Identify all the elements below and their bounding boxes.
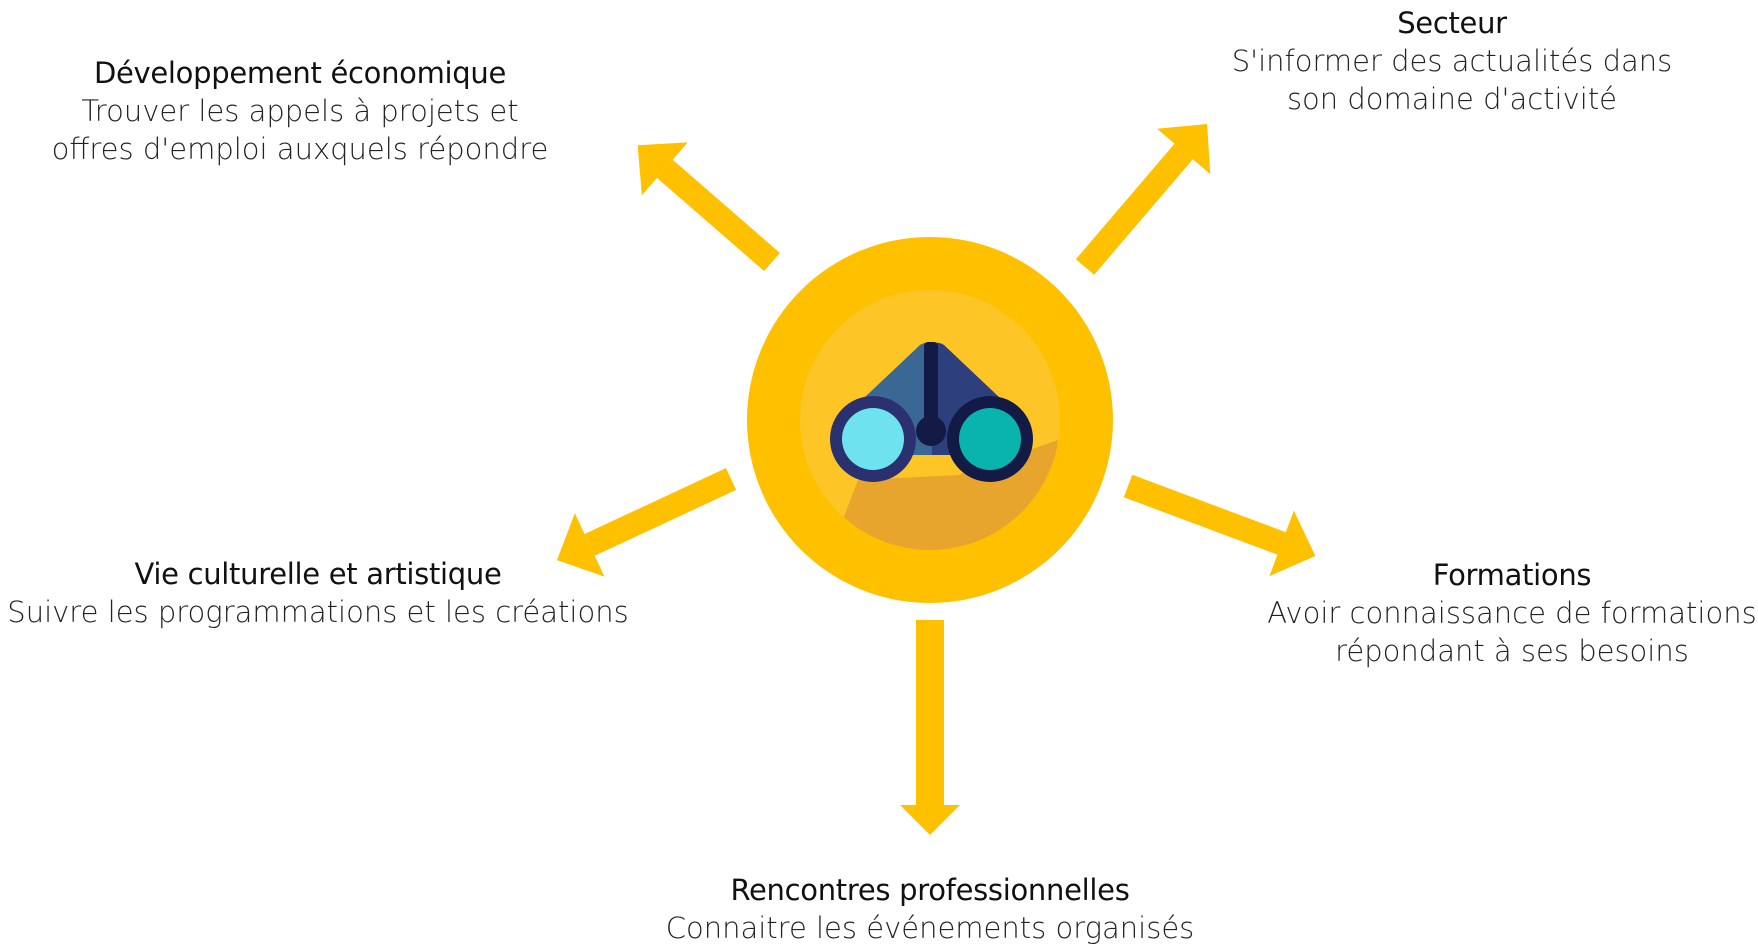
binoculars-icon <box>830 342 1033 482</box>
center-sun <box>747 237 1113 603</box>
node-rencontres: Rencontres professionnelles Connaitre le… <box>620 871 1240 947</box>
right-lens <box>959 408 1021 470</box>
node-vie-culturelle: Vie culturelle et artistique Suivre les … <box>0 555 648 631</box>
node-title: Secteur <box>1397 6 1507 40</box>
arrow-to-formations <box>1123 474 1316 577</box>
node-description-line: son domaine d'activité <box>1286 82 1618 116</box>
left-lens <box>842 408 904 470</box>
node-description-line: répondant à ses besoins <box>1335 634 1689 668</box>
node-description-line: offres d'emploi auxquels répondre <box>51 132 549 166</box>
arrow-to-rencontres <box>900 620 960 835</box>
arrow-to-vie-culturelle <box>556 468 737 577</box>
node-description-line: Avoir connaissance de formations <box>1267 596 1757 630</box>
node-description-line: Connaitre les événements organisés <box>665 911 1195 945</box>
node-title: Vie culturelle et artistique <box>134 557 502 591</box>
arrow-to-developpement <box>637 142 780 272</box>
arrow-to-secteur <box>1075 124 1211 275</box>
node-formations: Formations Avoir connaissance de formati… <box>1262 556 1758 670</box>
node-description-line: Suivre les programmations et les créatio… <box>7 595 629 629</box>
binoculars-hinge <box>916 416 946 446</box>
node-secteur: Secteur S'informer des actualités dans s… <box>1142 4 1758 118</box>
node-description-line: Trouver les appels à projets et <box>81 94 519 128</box>
arrows-group <box>556 124 1316 835</box>
node-title: Rencontres professionnelles <box>730 873 1130 907</box>
node-title: Formations <box>1432 558 1592 592</box>
node-description-line: S'informer des actualités dans <box>1231 44 1673 78</box>
node-title: Développement économique <box>93 56 507 90</box>
node-developpement: Développement économique Trouver les app… <box>0 54 610 168</box>
